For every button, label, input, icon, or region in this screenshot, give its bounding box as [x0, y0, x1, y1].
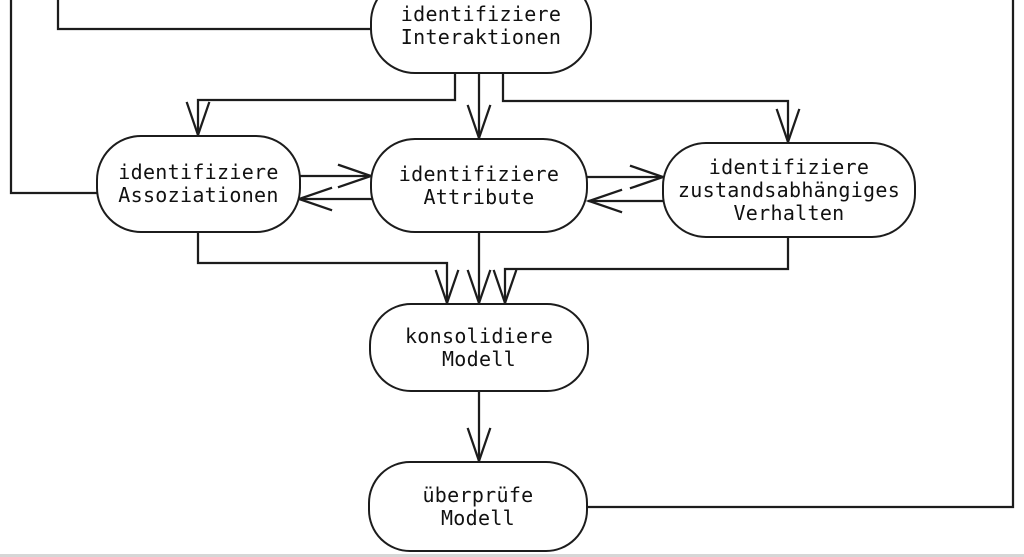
node-label-line: identifiziere	[708, 154, 870, 179]
edge-feedback-left-to-interaktionen	[56, 0, 378, 31]
edge-interaktionen-to-assoziationen	[196, 70, 457, 137]
node-label-line: überprüfe	[422, 482, 534, 507]
node-label-line: identifiziere	[398, 161, 560, 186]
edge-assoziationen-to-konsolidiere	[196, 228, 449, 305]
node-identifiziere-attribute: identifiziere Attribute	[370, 138, 588, 233]
arrowhead-verhalten-to-attribute	[585, 188, 623, 214]
edge-verhalten-to-konsolidiere	[503, 234, 790, 305]
node-label-line: zustandsabhängiges	[677, 177, 901, 202]
node-label-line: konsolidiere	[404, 323, 554, 348]
node-identifiziere-assoziationen: identifiziere Assoziationen	[96, 135, 301, 233]
edge-interaktionen-to-verhalten	[501, 70, 790, 144]
node-konsolidiere-modell: konsolidiere Modell	[369, 303, 589, 392]
node-label-line: Interaktionen	[400, 24, 562, 49]
node-label-line: identifiziere	[400, 1, 562, 26]
node-label-line: Assoziationen	[118, 183, 279, 207]
node-ueberpruefe-modell: überprüfe Modell	[368, 461, 588, 552]
screenshot-bottom-edge	[0, 554, 1024, 557]
node-identifiziere-interaktionen: identifiziere Interaktionen	[370, 0, 592, 74]
node-label-line: Attribute	[423, 184, 535, 209]
node-label-line: Verhalten	[733, 200, 845, 225]
node-label-line: Modell	[441, 346, 517, 371]
node-label-line: Modell	[440, 505, 516, 530]
node-identifiziere-zustandsabhaengiges-verhalten: identifiziere zustandsabhängiges Verhalt…	[662, 142, 916, 238]
edge-ueberpruefe-feedback-right	[584, 0, 1015, 509]
edge-feedback-left-to-assoziationen	[9, 0, 102, 195]
node-label-line: identifiziere	[118, 160, 279, 184]
